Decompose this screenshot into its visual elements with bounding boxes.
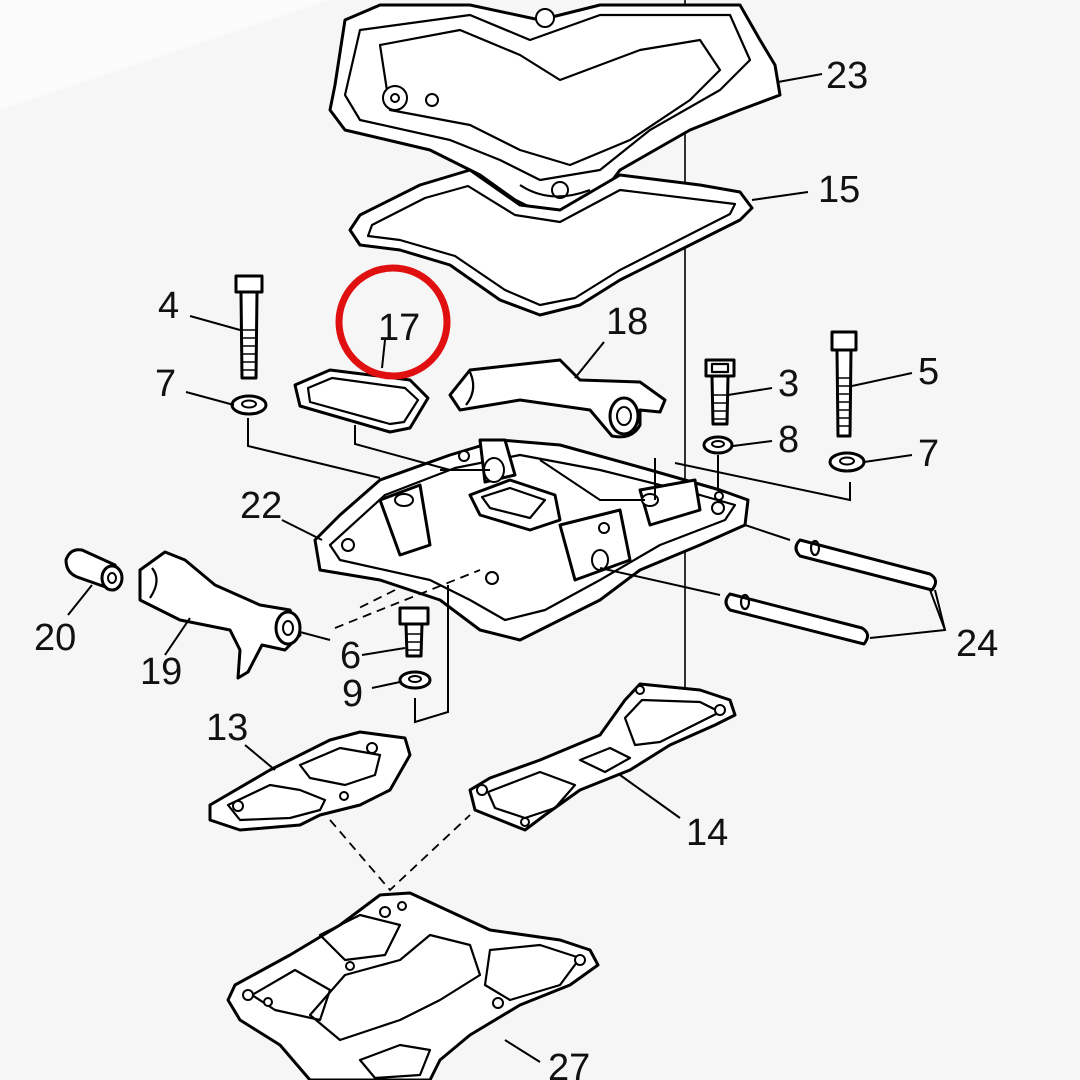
callout-27: 27 (548, 1047, 590, 1080)
callout-18: 18 (606, 301, 648, 343)
washer-9 (398, 670, 432, 690)
callout-7-right: 7 (918, 433, 939, 475)
part-15-gasket (348, 168, 754, 317)
callout-15: 15 (818, 169, 860, 211)
bolt-4 (234, 274, 264, 380)
callout-4: 4 (158, 285, 179, 327)
part-20-bushing (64, 548, 124, 592)
highlight-circle (335, 264, 451, 380)
callout-13: 13 (206, 707, 248, 749)
callout-7-left: 7 (155, 363, 176, 405)
callout-24: 24 (956, 623, 998, 665)
callout-leaders (67, 73, 947, 1063)
callout-14: 14 (686, 812, 728, 854)
part-24-pin-upper (794, 538, 937, 592)
assembly-lines (247, 418, 851, 892)
part-23-cover (328, 3, 782, 217)
washer-7-right (828, 451, 866, 473)
part-19-rocker-arm (138, 550, 302, 680)
callout-23: 23 (826, 55, 868, 97)
bolt-5 (830, 330, 858, 438)
callout-labels: 23 15 4 17 18 7 3 5 8 7 22 20 19 6 9 24 … (34, 55, 998, 1080)
callout-9: 9 (342, 673, 363, 715)
callout-3: 3 (778, 363, 799, 405)
callout-6: 6 (340, 635, 361, 677)
part-22-housing (313, 438, 750, 642)
callout-5: 5 (918, 351, 939, 393)
callout-17: 17 (378, 307, 420, 349)
part-27-gasket (226, 891, 600, 1080)
bolt-3 (704, 358, 736, 426)
callout-8: 8 (778, 419, 799, 461)
callout-20: 20 (34, 617, 76, 659)
callout-19: 19 (140, 651, 182, 693)
bolt-6 (398, 606, 430, 658)
washer-7-left (230, 394, 268, 416)
part-17-gasket (293, 368, 430, 434)
washer-8 (702, 435, 734, 455)
callout-22: 22 (240, 485, 282, 527)
part-14-gasket (468, 682, 737, 832)
part-24-pin-lower (724, 592, 869, 646)
part-18-rocker-arm (448, 358, 667, 439)
part-13-gasket (208, 730, 412, 832)
